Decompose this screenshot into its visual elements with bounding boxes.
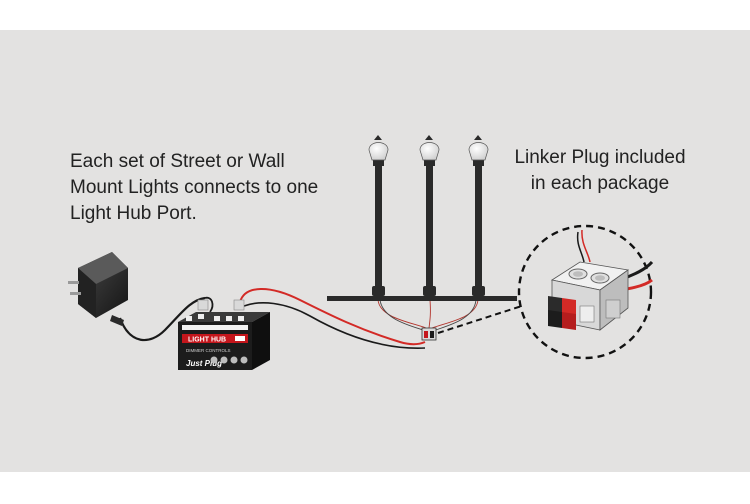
left-caption-line-1: Each set of Street or Wall (70, 151, 285, 172)
dimmer-knob-icon (210, 356, 218, 364)
linker-plug-icon (548, 229, 654, 331)
hub-brand: Just Plug (186, 359, 222, 368)
left-caption-line-3: Light Hub Port. (70, 203, 197, 224)
right-caption-line-2: in each package (530, 173, 670, 194)
dimmer-knob-icon (230, 356, 238, 364)
power-adapter-icon (68, 252, 128, 326)
hub-output-red-wire (239, 288, 426, 346)
hub-label: LIGHT HUB (188, 337, 226, 344)
dimmer-knob-icon (240, 356, 248, 364)
dimmer-knob-icon (220, 356, 228, 364)
street-lamp-icon (468, 135, 489, 296)
hub-output-black-wire (243, 302, 426, 349)
lamp-base-plate (327, 296, 517, 301)
adapter-cable (118, 296, 206, 342)
hub-dimmer-label: DIMMER CONTROLS (186, 348, 231, 353)
callout-line (437, 303, 529, 334)
hub-label-bar (182, 334, 248, 343)
lamp-wires (377, 299, 479, 332)
light-hub-icon: LIGHT HUB DIMMER CONTROLS Just Plug (178, 299, 270, 370)
street-lamp-icon (368, 135, 389, 296)
left-caption-line-2: Mount Lights connects to one (70, 177, 319, 198)
linker-plug-small-icon (421, 327, 437, 341)
street-lamp-icon (419, 135, 440, 296)
right-caption: Linker Plug included in each package (500, 145, 700, 197)
left-caption: Each set of Street or Wall Mount Lights … (70, 149, 318, 227)
hub-black-wire (204, 296, 214, 313)
right-caption-line-1: Linker Plug included (514, 147, 686, 168)
